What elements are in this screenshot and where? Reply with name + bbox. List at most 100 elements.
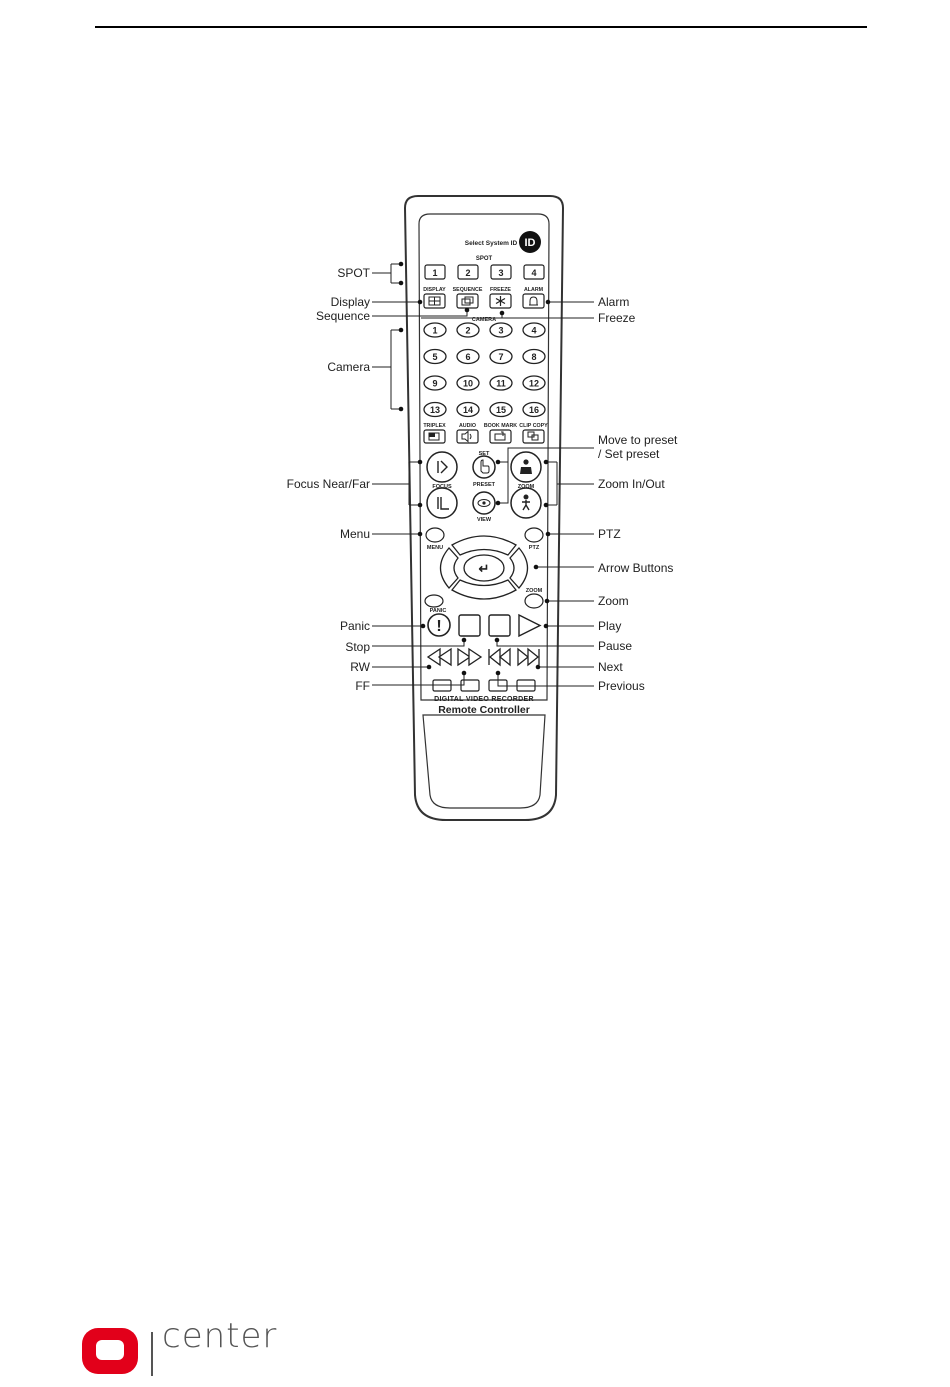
camera-button-label: 10 [463, 378, 473, 388]
spot-header: SPOT [476, 256, 493, 262]
spot-button-label: 2 [465, 268, 470, 278]
callout-freeze: Freeze [598, 311, 636, 325]
sequence-button[interactable] [456, 293, 479, 309]
media-button-row [423, 429, 545, 444]
camera-button-6[interactable] [456, 348, 480, 365]
audio-speaker-icon [461, 430, 472, 443]
camera-button-15[interactable] [489, 401, 513, 418]
spot-button-row: 1 2 3 4 [424, 264, 545, 280]
focus-far-button[interactable] [426, 487, 458, 519]
pause-button[interactable] [488, 614, 511, 637]
spot-button-label: 1 [432, 268, 437, 278]
fast-forward-button[interactable] [457, 647, 483, 667]
ptz-label: PTZ [529, 545, 540, 551]
preset-label: PRESET [473, 482, 496, 488]
triplex-icon [428, 432, 440, 441]
callout-panic: Panic [340, 619, 370, 633]
next-button[interactable] [517, 647, 540, 667]
camera-button-label: 5 [432, 352, 437, 362]
function-label: ALARM [524, 287, 544, 293]
media-label: AUDIO [459, 423, 476, 429]
media-label: TRIPLEX [423, 423, 446, 429]
focus-near-icon [437, 460, 448, 474]
spot-button-3[interactable] [490, 264, 512, 280]
previous-button[interactable] [488, 647, 511, 667]
camera-button-3[interactable] [489, 322, 513, 338]
arrow-down-button[interactable] [451, 579, 517, 600]
camera-button-label: 15 [496, 405, 506, 415]
spot-button-2[interactable] [457, 264, 479, 280]
set-preset-button[interactable] [472, 455, 496, 479]
media-label: BOOK MARK [484, 423, 517, 429]
sequence-icon [461, 296, 474, 306]
camera-button-13[interactable] [423, 401, 447, 418]
play-button[interactable] [518, 613, 542, 638]
callout-spot: SPOT [337, 266, 370, 280]
rewind-button[interactable] [426, 647, 452, 667]
camera-button-9[interactable] [423, 375, 447, 391]
zoom-button[interactable] [524, 593, 544, 609]
media-label: CLIP COPY [519, 423, 548, 429]
zoom-out-person-icon [522, 494, 530, 511]
camera-button-label: 8 [531, 352, 536, 362]
brand-logo-text: center [162, 1316, 278, 1356]
camera-button-label: 1 [432, 325, 437, 335]
callout-focus: Focus Near/Far [287, 477, 370, 491]
alarm-button[interactable] [522, 293, 545, 309]
set-label: SET [479, 451, 490, 457]
camera-button-14[interactable] [456, 401, 480, 418]
callout-previous: Previous [598, 679, 645, 693]
camera-button-12[interactable] [522, 375, 546, 391]
brand-logo-icon [82, 1328, 138, 1374]
camera-button-label: 9 [432, 378, 437, 388]
camera-button-10[interactable] [456, 375, 480, 391]
camera-button-4[interactable] [522, 322, 546, 338]
bookmark-button[interactable] [489, 429, 512, 444]
alarm-bell-icon [529, 296, 538, 306]
menu-button[interactable] [425, 527, 445, 543]
focus-near-button[interactable] [426, 451, 458, 483]
callout-display: Display [331, 295, 370, 309]
brand-line-2: Remote Controller [438, 704, 530, 716]
panic-label: PANIC [430, 608, 447, 614]
zoom-label: ZOOM [518, 484, 535, 490]
id-button[interactable] [519, 231, 541, 253]
arrow-right-button[interactable] [509, 547, 529, 589]
callout-labels-left: SPOT Display Sequence Camera Focus Near/… [287, 266, 371, 693]
function-button-row [423, 293, 545, 309]
camera-button-1[interactable] [423, 322, 447, 338]
spot-button-label: 3 [498, 268, 503, 278]
spot-button-label: 4 [531, 268, 536, 278]
enter-icon: ↵ [479, 561, 490, 576]
brand-line-1: DIGITAL VIDEO RECORDER [434, 696, 534, 703]
arrow-up-button[interactable] [451, 535, 517, 556]
callout-menu: Menu [340, 527, 370, 541]
camera-button-11[interactable] [489, 375, 513, 391]
camera-button-label: 12 [529, 378, 539, 388]
arrow-left-button[interactable] [439, 547, 459, 589]
camera-button-16[interactable] [522, 401, 546, 418]
callout-next: Next [598, 660, 623, 674]
function-label: DISPLAY [423, 287, 446, 293]
camera-button-2[interactable] [456, 322, 480, 338]
callout-camera: Camera [327, 360, 370, 374]
callout-ff: FF [355, 679, 370, 693]
camera-button-7[interactable] [489, 348, 513, 365]
focus-far-icon [437, 497, 449, 510]
stop-button[interactable] [458, 614, 481, 637]
callout-zoom: Zoom [598, 594, 629, 608]
panic-top-button[interactable] [424, 594, 444, 608]
panic-button[interactable] [427, 613, 451, 637]
freeze-snowflake-icon [495, 296, 506, 306]
callout-stop: Stop [345, 640, 370, 654]
camera-button-5[interactable] [423, 348, 447, 365]
spot-button-4[interactable] [523, 264, 545, 280]
view-label: VIEW [477, 517, 492, 523]
enter-button[interactable] [463, 554, 505, 582]
ptz-button[interactable] [524, 527, 544, 543]
spot-button-1[interactable] [424, 264, 446, 280]
camera-button-8[interactable] [522, 348, 546, 365]
remote-outline [403, 195, 565, 821]
eye-icon [477, 499, 491, 507]
